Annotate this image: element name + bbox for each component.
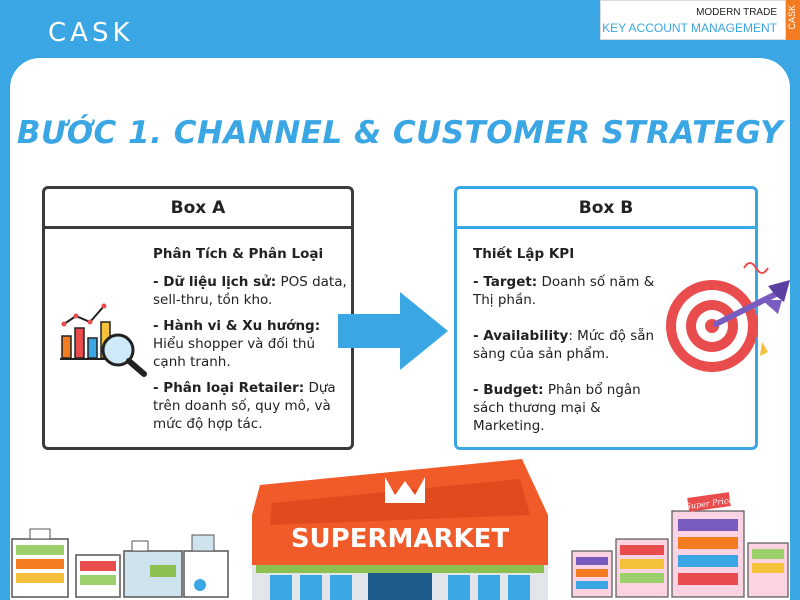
box-b-subtitle: Thiết Lập KPI — [473, 246, 575, 262]
point-label: - Availability — [473, 328, 569, 344]
arrow-right-icon — [338, 292, 448, 370]
box-a-point: - Dữ liệu lịch sử: POS data, sell-thru, … — [153, 273, 349, 309]
point-text: POS data, sell-thru, tồn kho. — [153, 274, 347, 308]
target-arrow-icon — [666, 262, 790, 372]
box-a-header: Box A — [45, 189, 351, 229]
cashier-icon — [183, 534, 229, 598]
point-label: - Dữ liệu lịch sử: — [153, 274, 277, 290]
brand-top-text: MODERN TRADE — [696, 7, 777, 18]
page-title: BƯỚC 1. CHANNEL & CUSTOMER STRATEGY — [16, 115, 784, 151]
shelf-left-icon — [11, 528, 69, 598]
box-a-body: Phân Tích & Phân Loại - Dữ liệu lịch sử:… — [153, 245, 349, 441]
box-a-subtitle: Phân Tích & Phân Loại — [153, 246, 324, 262]
checkout-counter-icon — [123, 540, 183, 598]
brand-tag: CASK — [786, 0, 800, 40]
point-text: Doanh số năm & Thị phần. — [473, 274, 655, 308]
point-label: - Phân loại Retailer: — [153, 380, 305, 396]
box-b-header: Box B — [457, 189, 755, 229]
box-b-point: - Budget: Phân bổ ngân sách thương mại &… — [473, 381, 661, 435]
shop-shelves-icon: Super Price — [571, 492, 789, 598]
point-text: : Mức độ sẵn sàng của sản phẩm. — [473, 328, 655, 362]
brand-bottom-text: KEY ACCOUNT MANAGEMENT — [602, 21, 777, 35]
point-text: Phân bổ ngân sách thương mại & Marketing… — [473, 382, 641, 434]
analytics-magnifier-icon — [60, 303, 147, 377]
supermarket-building-icon: SUPERMARKET — [252, 459, 548, 600]
supermarket-scene: SUPERMARKET Super Price — [11, 459, 789, 600]
point-label: - Hành vi & Xu hướng: — [153, 318, 321, 334]
point-text: Hiểu shopper và đối thủ cạnh tranh. — [153, 336, 316, 370]
point-text: Dựa trên doanh số, quy mô, và mức độ hợp… — [153, 380, 336, 432]
box-b-body: Thiết Lập KPI - Target: Doanh số năm & T… — [473, 245, 661, 453]
box-a-point: - Hành vi & Xu hướng: Hiểu shopper và đố… — [153, 317, 349, 371]
box-a: Box A Phân Tích & Phân Loại - Dữ liệu lị… — [42, 186, 354, 450]
box-b-point: - Availability: Mức độ sẵn sàng của sản … — [473, 327, 661, 363]
cask-logo: CASK — [48, 18, 134, 48]
point-label: - Target: — [473, 274, 538, 290]
box-b: Box B Thiết Lập KPI - Target: Doanh số n… — [454, 186, 758, 450]
brand-box: MODERN TRADE KEY ACCOUNT MANAGEMENT — [600, 0, 786, 40]
shelf-produce-icon — [75, 554, 121, 598]
box-b-point: - Target: Doanh số năm & Thị phần. — [473, 273, 661, 309]
brand-tag-text: CASK — [787, 5, 797, 30]
store-sign-text: SUPERMARKET — [291, 524, 510, 554]
box-a-point: - Phân loại Retailer: Dựa trên doanh số,… — [153, 379, 349, 433]
point-label: - Budget: — [473, 382, 544, 398]
